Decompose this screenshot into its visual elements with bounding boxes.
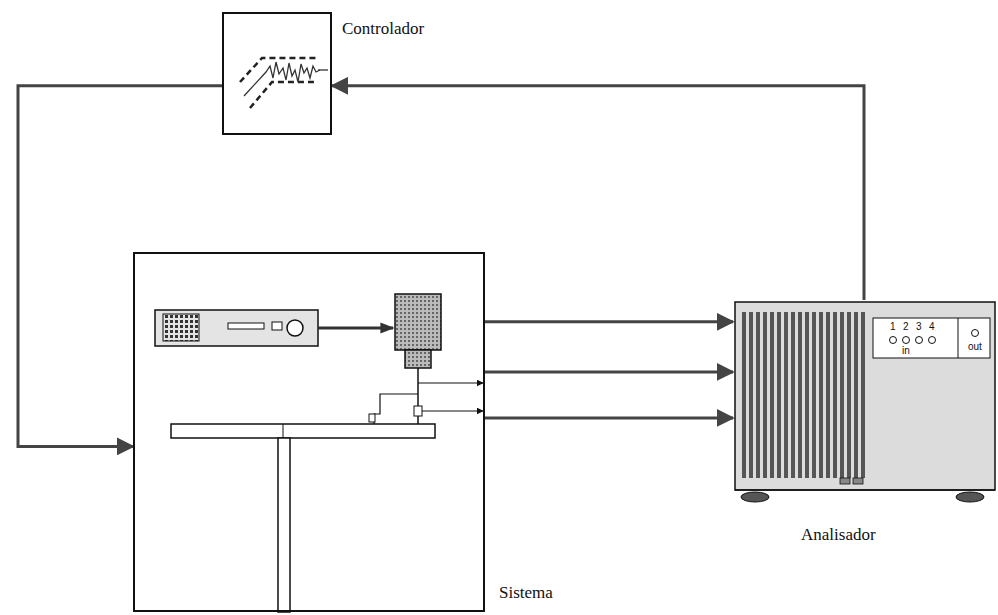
system-box: Sistema xyxy=(133,252,485,612)
panel-label: in xyxy=(902,346,910,356)
panel-label: 4 xyxy=(929,322,935,332)
signal-connector xyxy=(332,86,864,300)
panel-label: 2 xyxy=(903,322,909,332)
signal-connector xyxy=(485,416,733,419)
analyzer-device: Analisador xyxy=(733,300,995,500)
controller-plot xyxy=(240,58,328,108)
node-label: Analisador xyxy=(801,526,876,545)
node-label: Sistema xyxy=(499,584,553,603)
signal-connector xyxy=(485,370,733,373)
panel-label: 3 xyxy=(916,322,922,332)
analyzer-instrument xyxy=(735,302,995,502)
controller-box: Controlador xyxy=(222,12,332,135)
signal-connector xyxy=(485,320,733,323)
test-rig xyxy=(155,294,483,612)
node-label: Controlador xyxy=(342,20,424,39)
panel-label: out xyxy=(968,342,982,352)
panel-label: 1 xyxy=(890,322,896,332)
signal-connector xyxy=(18,86,222,447)
